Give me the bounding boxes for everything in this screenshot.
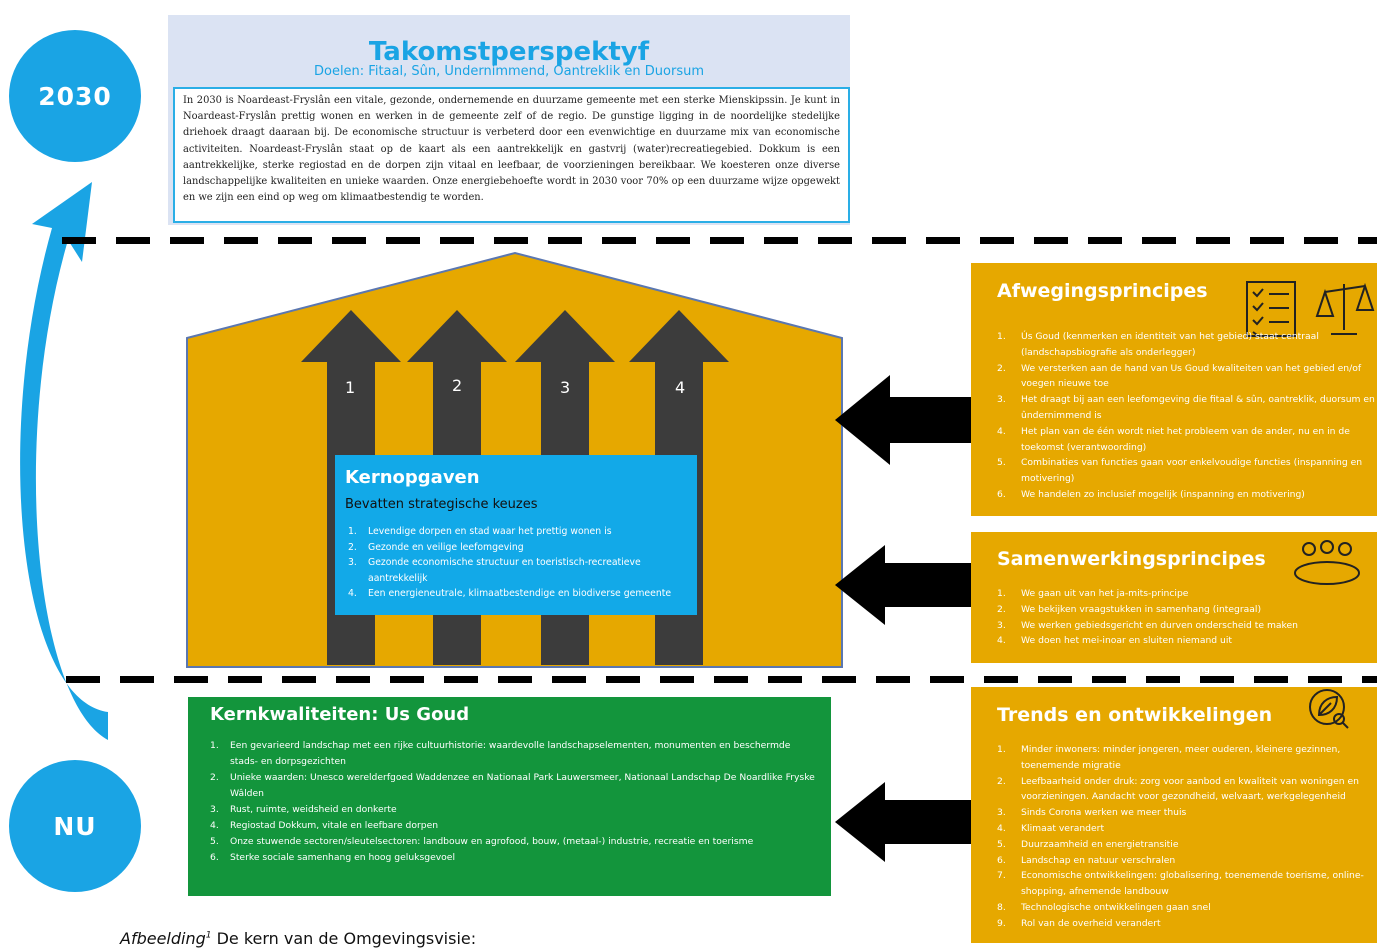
afwegingsprincipes-list: 1.Ús Goud (kenmerken en identiteit van h… [997,329,1377,503]
list-item: 5.Duurzaamheid en energietransitie [997,838,1179,850]
trends-title: Trends en ontwikkelingen [997,704,1273,726]
bottom-dashed-line [66,676,1377,683]
list-item: 3.Rust, ruimte, weidsheid en donkerte [210,804,397,815]
leaf-search-icon [1309,689,1349,729]
samenwerkingsprincipes-panel: Samenwerkingsprincipes 1.We gaan uit van… [971,532,1377,663]
list-item: 1.Minder inwoners: minder jongeren, meer… [997,744,1341,771]
caption-text: De kern van de Omgevingsvisie: [211,929,477,948]
scales-icon [1315,282,1375,335]
list-item: 2.Gezonde en veilige leefomgeving [348,541,524,553]
list-item: 3.We werken gebiedsgericht en durven ond… [997,619,1299,631]
list-item: 2.Leefbaarheid onder druk: zorg voor aan… [997,775,1359,803]
vision-box: Takomstperspektyf Doelen: Fitaal, Sûn, U… [168,15,850,225]
afwegingsprincipes-panel: Afwegingsprincipes 1.Ús Goud (kenmerken … [971,263,1377,516]
vision-text: In 2030 is Noardeast-Fryslân een vitale,… [173,87,850,223]
list-item: 6.We handelen zo inclusief mogelijk (ins… [997,488,1305,500]
arrow-label-4: 4 [675,378,686,397]
vision-subtitle: Doelen: Fitaal, Sûn, Undernimmend, Oantr… [313,64,705,79]
people-table-icon [1294,540,1360,585]
list-item: 1.Levendige dorpen en stad waar het pret… [348,526,612,537]
curved-arrow-icon [20,182,108,740]
trends-list: 1.Minder inwoners: minder jongeren, meer… [997,742,1377,932]
samenwerkingsprincipes-list: 1.We gaan uit van het ja-mits-principe 2… [997,586,1377,649]
timeline-now-label: NU [53,811,97,841]
list-item: 6.Sterke sociale samenhang en hoog geluk… [210,852,455,863]
top-dashed-line [62,237,1377,244]
checklist-icon [1246,281,1296,337]
list-item: 6.Landschap en natuur verschralen [997,854,1176,866]
list-item: 3.Gezonde economische structuur en toeri… [348,557,641,584]
list-item: 7.Economische ontwikkelingen: globaliser… [997,870,1364,898]
list-item: 5.Onze stuwende sectoren/sleutelsectoren… [210,836,754,847]
list-item: 1.We gaan uit van het ja-mits-principe [997,588,1189,599]
arrow-left-2 [835,545,971,625]
list-item: 5.Combinaties van functies gaan voor enk… [997,457,1363,485]
timeline-now-circle: NU [9,760,141,892]
vision-title: Takomstperspektyf [368,37,650,67]
kernopgaven-list: 1.Levendige dorpen en stad waar het pret… [348,524,688,602]
list-item: 1.Ús Goud (kenmerken en identiteit van h… [997,331,1319,358]
figure-caption: Afbeelding1 De kern van de Omgevingsvisi… [120,929,476,948]
arrow-label-2: 2 [452,376,463,395]
arrow-label-1: 1 [345,378,356,397]
list-item: 4.Een energieneutrale, klimaatbestendige… [348,588,672,600]
list-item: 4.Het plan van de één wordt niet het pro… [997,425,1350,453]
list-item: 8.Technologische ontwikkelingen gaan sne… [997,901,1211,913]
arrow-left-1 [835,375,971,465]
afwegingsprincipes-title: Afwegingsprincipes [997,280,1208,302]
list-item: 2.Unieke waarden: Unesco werelderfgoed W… [210,772,815,799]
trends-panel: Trends en ontwikkelingen 1.Minder inwone… [971,687,1377,943]
samenwerkingsprincipes-title: Samenwerkingsprincipes [997,548,1266,570]
caption-label: Afbeelding [120,929,206,948]
timeline-2030-circle: 2030 [9,30,141,162]
list-item: 1.Een gevarieerd landschap met een rijke… [210,740,791,767]
caption-number: 1 [205,930,212,941]
arrow-label-3: 3 [560,378,571,397]
list-item: 4.We doen het mei-inoar en sluiten niema… [997,635,1233,647]
list-item: 2.We versterken aan de hand van Us Goud … [997,362,1362,390]
list-item: 2.We bekijken vraagstukken in samenhang … [997,603,1262,615]
list-item: 3.Het draagt bij aan een leefomgeving di… [997,394,1375,421]
list-item: 3.Sinds Corona werken we meer thuis [997,807,1187,819]
list-item: 9.Rol van de overheid verandert [997,917,1161,929]
kernkwaliteiten-title: Kernkwaliteiten: Us Goud [210,704,470,725]
arrow-left-3 [835,782,971,862]
timeline-2030-label: 2030 [38,81,112,111]
list-item: 4.Regiostad Dokkum, vitale en leefbare d… [210,820,439,831]
kernkwaliteiten-panel: Kernkwaliteiten: Us Goud 1.Een gevarieer… [188,697,831,896]
kernkwaliteiten-list: 1.Een gevarieerd landschap met een rijke… [210,738,815,866]
kernopgaven-subtitle: Bevatten strategische keuzes [345,497,538,512]
kernopgaven-title: Kernopgaven [345,467,480,488]
kernopgaven-box: Kernopgaven Bevatten strategische keuzes… [335,455,697,615]
list-item: 4.Klimaat verandert [997,822,1105,834]
